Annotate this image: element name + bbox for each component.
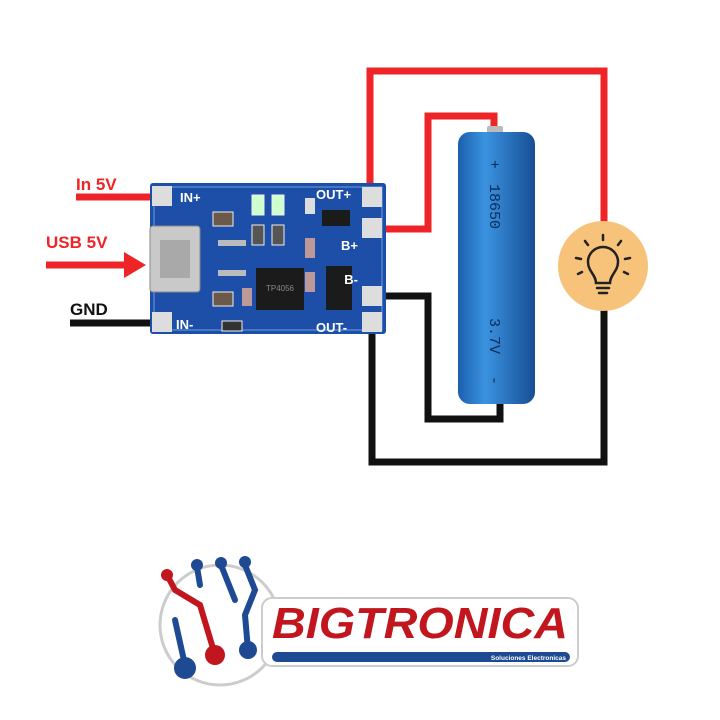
pin-b-minus: B-	[344, 272, 358, 287]
battery-voltage: 3.7V	[485, 318, 502, 354]
tp4056-board: TP4056 IN+ IN- OUT+ B+ B- OUT-	[149, 183, 386, 335]
pad-out-minus	[362, 312, 382, 332]
out-plus-wire	[366, 67, 608, 222]
out-minus-wire	[368, 310, 608, 466]
pad-b-plus	[362, 218, 382, 238]
pad-out-plus	[362, 187, 382, 207]
pin-in-plus: IN+	[180, 190, 201, 205]
pin-out-minus: OUT-	[316, 320, 347, 335]
battery-model: 18650	[485, 184, 502, 229]
pin-b-plus: B+	[341, 238, 358, 253]
battery-18650: + 18650 3.7V -	[458, 126, 535, 404]
lightbulb-icon	[574, 233, 632, 295]
pad-in-plus	[152, 186, 172, 206]
b-plus-wire	[372, 112, 498, 233]
label-gnd: GND	[70, 300, 108, 319]
pin-out-plus: OUT+	[316, 187, 351, 202]
usb-arrow-head	[124, 252, 146, 278]
battery-plus: +	[485, 160, 502, 169]
tp4056-chip	[256, 268, 304, 310]
label-in-5v: In 5V	[76, 175, 117, 194]
label-usb-5v: USB 5V	[46, 233, 108, 252]
pad-b-minus	[362, 286, 382, 306]
wires	[46, 67, 608, 466]
pin-in-minus: IN-	[176, 317, 193, 332]
bigtronica-logo: BIGTRONICA Soluciones Electronicas	[158, 556, 579, 687]
battery-minus: -	[485, 376, 502, 385]
chip-label: TP4056	[266, 284, 295, 293]
logo-name: BIGTRONICA	[272, 599, 568, 648]
logo-tagline: Soluciones Electronicas	[491, 655, 567, 662]
lightbulb-load	[558, 221, 648, 311]
pad-in-minus	[152, 312, 172, 332]
b-minus-wire	[376, 292, 504, 423]
